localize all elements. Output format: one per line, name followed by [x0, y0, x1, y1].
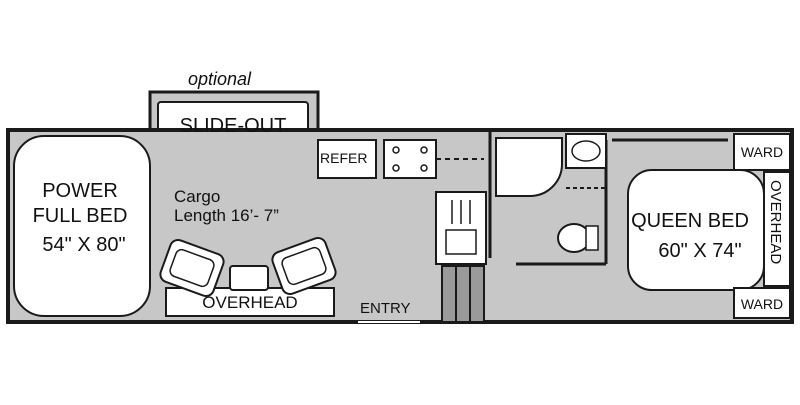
sink-counter	[435, 191, 487, 265]
refrigerator	[317, 139, 377, 179]
slide-out-label: SLIDE-OUT	[179, 115, 287, 137]
table	[229, 265, 269, 291]
burner	[392, 164, 400, 172]
entry-label: ENTRY	[360, 300, 411, 317]
burner	[420, 146, 428, 154]
burner	[392, 146, 400, 154]
cargo-length-label: Length 16’- 7”	[174, 206, 279, 225]
power-full-bed	[13, 135, 151, 317]
queen-bed-label: QUEEN BED	[631, 210, 749, 232]
power-bed-size: 54" X 80"	[42, 234, 126, 256]
refer-label: REFER	[320, 150, 368, 166]
cargo-label-line1: Cargo	[174, 187, 221, 206]
ward-top-label: WARD	[740, 144, 784, 160]
chair-left	[159, 239, 225, 297]
overhead-rear-label: OVERHEAD	[767, 180, 784, 265]
entry-steps	[441, 265, 485, 323]
toilet-tank	[585, 225, 599, 251]
sink-basin	[445, 229, 477, 255]
overhead-front-label: OVERHEAD	[202, 293, 298, 312]
shower	[495, 137, 563, 197]
queen-bed-size: 60" X 74"	[658, 240, 742, 262]
overhead-rear-cabinet	[763, 171, 791, 287]
chair-right	[271, 237, 337, 295]
burner	[420, 164, 428, 172]
toilet	[557, 223, 591, 253]
optional-label: optional	[188, 69, 252, 89]
wardrobe-bottom	[733, 287, 791, 319]
kitchen-counter	[383, 139, 437, 179]
power-bed-label-line2: FULL BED	[32, 205, 128, 227]
power-bed-label-line1: POWER	[42, 180, 118, 202]
bath-sink	[571, 140, 601, 162]
wardrobe-top	[733, 133, 791, 171]
ward-bottom-label: WARD	[740, 296, 784, 312]
